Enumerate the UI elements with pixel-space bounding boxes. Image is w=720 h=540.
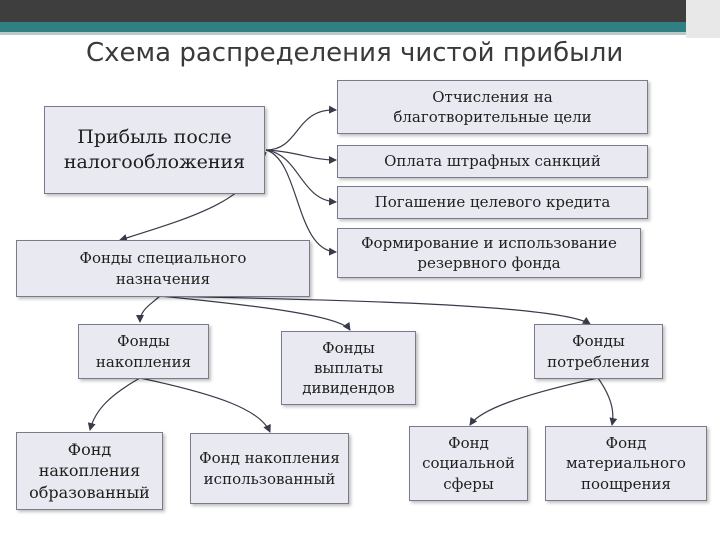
node-social-fund-label: Фонд социальной сферы xyxy=(422,434,515,493)
node-incentive-fund-label: Фонд материального поощрения xyxy=(566,434,686,493)
node-charity: Отчисления на благотворительные цели xyxy=(337,80,648,134)
node-profit-after-tax: Прибыль после налогообложения xyxy=(44,106,265,194)
node-accum-formed-label: Фонд накопления образованный xyxy=(29,439,150,502)
slide-accent-stripe xyxy=(0,22,720,32)
node-dividend-funds-label: Фонды выплаты дивидендов xyxy=(302,338,395,398)
node-special-funds-label: Фонды специального назначения xyxy=(79,249,247,288)
node-incentive-fund: Фонд материального поощрения xyxy=(545,426,707,501)
slide-accent-line xyxy=(0,32,720,35)
node-accum-formed: Фонд накопления образованный xyxy=(16,432,163,510)
slide-corner-decoration xyxy=(686,0,720,38)
node-dividend-funds: Фонды выплаты дивидендов xyxy=(281,331,416,405)
node-loan-repayment: Погашение целевого кредита xyxy=(337,186,648,219)
node-accumulation-funds: Фонды накопления xyxy=(78,324,209,379)
node-consumption-funds: Фонды потребления xyxy=(534,324,663,379)
node-consumption-funds-label: Фонды потребления xyxy=(547,332,650,371)
node-fines-label: Оплата штрафных санкций xyxy=(384,152,601,171)
node-special-funds: Фонды специального назначения xyxy=(16,240,310,297)
node-fines: Оплата штрафных санкций xyxy=(337,145,648,178)
node-loan-repayment-label: Погашение целевого кредита xyxy=(374,193,611,212)
node-charity-label: Отчисления на благотворительные цели xyxy=(393,87,592,126)
node-accum-used: Фонд накопления использованный xyxy=(190,433,349,504)
node-social-fund: Фонд социальной сферы xyxy=(409,426,528,501)
node-reserve-fund-label: Формирование и использование резервного … xyxy=(361,233,617,272)
node-profit-after-tax-label: Прибыль после налогообложения xyxy=(63,126,246,173)
slide-top-bar xyxy=(0,0,720,22)
node-reserve-fund: Формирование и использование резервного … xyxy=(337,228,641,278)
node-accumulation-funds-label: Фонды накопления xyxy=(95,332,192,371)
slide-title: Схема распределения чистой прибыли xyxy=(86,38,624,68)
node-accum-used-label: Фонд накопления использованный xyxy=(199,449,340,488)
